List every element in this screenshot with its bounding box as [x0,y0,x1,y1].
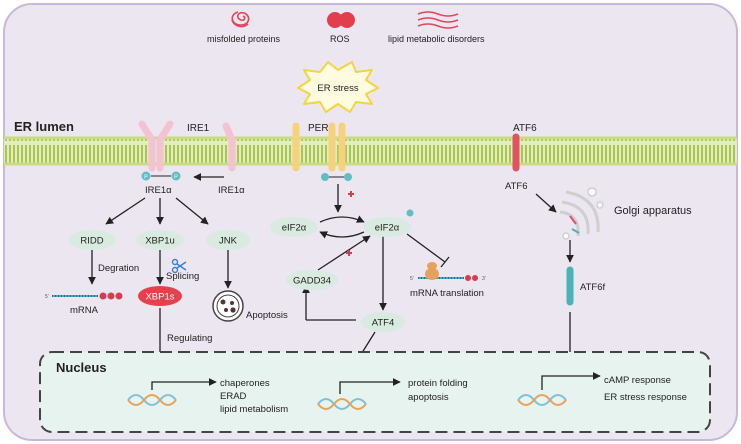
nucleus-title: Nucleus [56,360,107,375]
xbp1s-node [138,286,182,306]
golgi-label: Golgi apparatus [614,205,692,217]
ros-icon [327,12,355,28]
er-membrane [4,136,737,166]
perk-label: PERK [308,123,336,134]
ridd-node [68,230,116,250]
perk-plus-markers [346,191,354,256]
dna-icon-perk [317,398,367,410]
golgi-apparatus-icon [559,187,604,240]
splicing-label: Splicing [166,271,199,282]
perk-transcription-arrow [339,378,401,394]
ire1a-inactive-label: IRE1α [218,185,245,196]
ridd-mrna-5prime: 5' [45,294,49,300]
xbp1u-label: XBP1u [145,236,175,247]
ire1-label: IRE1 [187,123,210,134]
lipid-disorders-icon [417,11,459,29]
eif2a-left-node [270,217,318,237]
atf6-target-er-stress: ER stress response [604,392,687,403]
perk-branch-arrows [302,184,450,365]
eif2a-left-label: eIF2α [282,223,307,234]
atf6-moving-label: ATF6 [505,181,528,192]
er-stress-label: ER stress [317,83,358,94]
atf4-node [361,312,405,332]
apoptotic-cell-icon [212,290,244,322]
ire1-transcription-arrow [151,378,217,390]
dna-icon-atf6 [517,394,567,406]
atf6-transcription-arrow [541,372,601,390]
eif2a-phospho-dot [406,209,414,217]
legend-lipid-label: lipid metabolic disorders [388,34,485,44]
ribosome-mrna-icon [418,262,478,281]
ire1-phospho-group [141,171,181,181]
jnk-node [206,230,250,250]
nucleus-box [39,351,711,433]
misfolded-proteins-icon [231,11,250,28]
atf6-label: ATF6 [513,123,537,134]
apoptosis-label: Apoptosis [246,310,288,321]
ire1-phospho-left: P [144,175,148,181]
ire1-phospho-right: P [174,175,178,181]
translation-mrna-5prime: 5' [410,276,414,282]
regulating-label: Regulating [167,333,212,344]
jnk-label: JNK [219,236,238,247]
xbp1s-label: XBP1s [145,292,174,303]
ire1-target-chaperones: chaperones [220,378,270,389]
atf6-to-golgi-arrow [535,193,557,213]
scissors-icon [171,258,187,274]
gadd34-label: GADD34 [293,276,331,287]
gadd34-node [286,270,338,290]
xbp1u-node [136,230,184,250]
atf4-label: ATF4 [372,318,395,329]
eif2a-right-label: eIF2α [375,223,400,234]
ridd-mrna-strand [52,292,123,300]
degration-label: Degration [98,263,139,274]
ire1-dimer [138,120,174,172]
atf6-target-camp: cAMP response [604,375,671,386]
perk-dimer [292,122,346,172]
atf6f-label: ATF6f [580,282,606,293]
ire1-branch-arrows [88,197,232,365]
ire1-target-lipid: lipid metabolism [220,404,288,415]
legend-ros-label: ROS [330,34,350,44]
perk-phospho-group [321,173,352,181]
legend-misfolded-label: misfolded proteins [207,34,281,44]
perk-target-folding: protein folding [408,378,468,389]
mrna-translation-label: mRNA translation [410,288,484,299]
perk-target-apoptosis: apoptosis [408,392,449,403]
ire1-inactive-monomer [222,122,236,172]
mrna-label: mRNA [70,305,99,316]
ire1-target-erad: ERAD [220,391,247,402]
eif2a-right-node [363,217,411,237]
er-stress-burst [297,61,379,113]
dna-icon-ire1 [127,394,177,406]
translation-mrna-3prime: 3' [482,276,486,282]
ire1a-active-label: IRE1α [145,185,172,196]
ridd-label: RIDD [80,236,103,247]
er-lumen-label: ER lumen [14,119,74,134]
